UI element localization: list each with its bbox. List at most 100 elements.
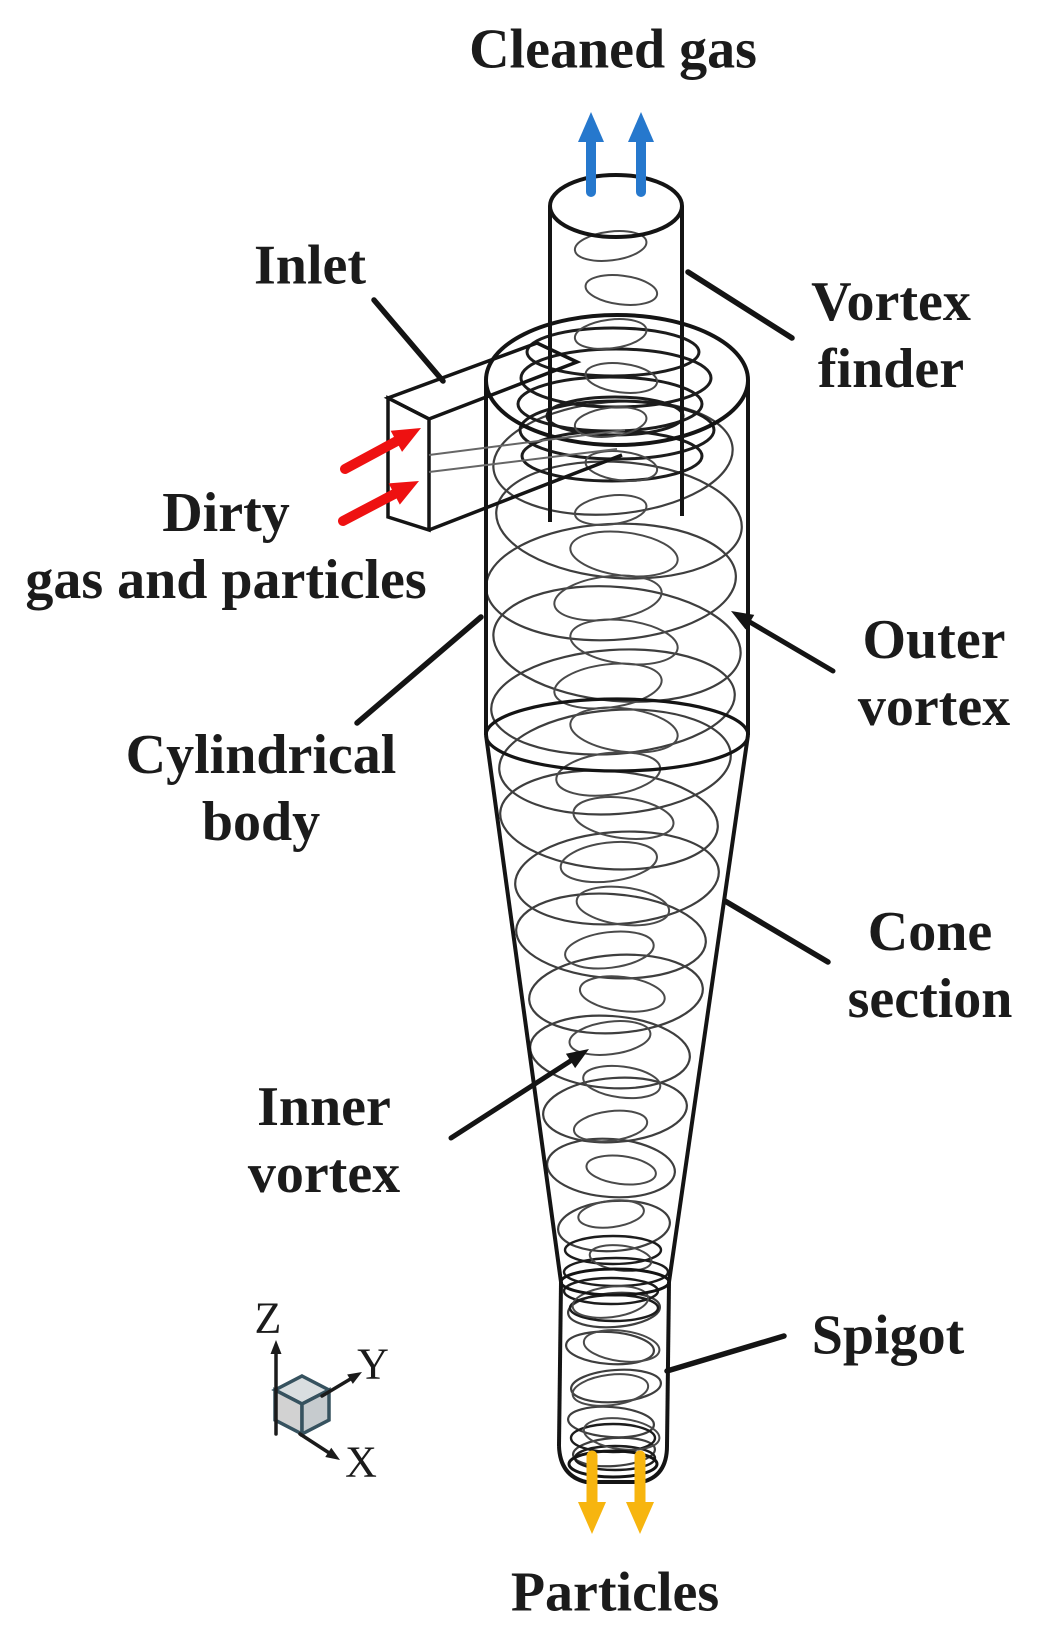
spiral-loop [518, 399, 716, 461]
coordinate-axis-triad [270, 1340, 362, 1460]
spiral-loop [495, 460, 743, 580]
axis-y-arrow-head [347, 1372, 362, 1384]
spiral-loop [573, 318, 648, 350]
inlet-duct-inner-edge-1 [428, 429, 626, 456]
label-dirty-gas-line2: gas and particles [25, 549, 427, 611]
cyclone-vessel-outline [484, 173, 750, 1484]
spiral-loop [566, 1291, 662, 1329]
axis-z-arrow-head [270, 1340, 282, 1354]
cylindrical-body-leader-line [354, 614, 484, 726]
particles-arrow-left-head [578, 1502, 606, 1534]
spiral-loop [559, 840, 658, 884]
spiral-loop [569, 618, 679, 666]
spiral-loop [572, 1109, 649, 1143]
dirty-gas-arrow-bottom-shaft [338, 489, 400, 526]
spiral-loop [564, 1330, 656, 1366]
label-cone-section-line1: Cone [867, 900, 993, 963]
cone-section-leader-line [722, 898, 831, 965]
spiral-loop [542, 1076, 688, 1144]
label-vortex-finder: Vortex finder [811, 269, 971, 403]
vortex-finder-leader-line [685, 269, 795, 341]
spiral-loop [571, 1373, 650, 1407]
label-cone-section: Cone section [848, 899, 1013, 1033]
spiral-loop [568, 1020, 652, 1056]
spiral-loop [485, 522, 737, 642]
axis-x-arrow-shaft [298, 1432, 331, 1455]
axis-label-x: X [345, 1437, 377, 1487]
spiral-loop [563, 1234, 663, 1266]
spiral-loop [584, 362, 659, 394]
inlet-duct-top-face [383, 341, 582, 421]
label-vortex-finder-line2: finder [817, 338, 965, 400]
label-inlet: Inlet [254, 234, 366, 297]
label-cylindrical-body-line2: body [201, 791, 321, 853]
particles-arrow-right-head [626, 1502, 654, 1534]
spiral-loop [573, 494, 648, 526]
spiral-loop [582, 1329, 661, 1363]
inlet-duct-bottom-edge [428, 453, 623, 532]
spigot-leader-line [664, 1333, 787, 1374]
axis-label-y: Y [357, 1339, 389, 1389]
inner-vortex-arrow-head [565, 1049, 589, 1069]
label-inner-vortex-line2: vortex [247, 1143, 401, 1205]
spiral-loop [572, 796, 675, 840]
spiral-loop [582, 1417, 661, 1451]
spiral-loop [585, 1154, 657, 1186]
spiral-loop [571, 1285, 650, 1319]
dirty-gas-arrow-bottom-head [388, 481, 419, 505]
inlet-duct-inner-edge-2 [428, 448, 618, 473]
spigot-wall-right [665, 1281, 671, 1447]
cone-wall-left [484, 734, 563, 1283]
spiral-loop [571, 1436, 657, 1468]
label-vortex-finder-line1: Vortex [811, 270, 971, 333]
spiral-loop [582, 1064, 662, 1100]
label-leader-lines [354, 269, 836, 1374]
label-dirty-gas-line1: Dirty [162, 481, 290, 544]
spiral-loop [553, 662, 663, 710]
spiral-loop [514, 830, 720, 926]
outer-vortex-arrow-shaft [747, 619, 836, 674]
label-spigot: Spigot [811, 1304, 965, 1367]
vortex-finder-top-ellipse [548, 173, 684, 239]
spiral-loop [584, 450, 659, 482]
label-outer-vortex-line1: Outer [862, 608, 1006, 671]
spiral-loop [516, 375, 704, 433]
spigot-outlet-ellipse [567, 1449, 659, 1479]
inlet-leader-line [371, 297, 446, 384]
spiral-loop [577, 1199, 645, 1229]
label-cone-section-line2: section [847, 968, 1013, 1030]
cone-wall-right [667, 734, 750, 1283]
label-outer-vortex: Outer vortex [858, 607, 1010, 741]
axis-label-z: Z [254, 1293, 282, 1343]
spiral-loop [566, 1405, 656, 1439]
vortex-spiral-trajectories [485, 230, 743, 1472]
spiral-loop [492, 585, 742, 703]
axis-y-arrow-shaft [320, 1377, 352, 1398]
spiral-loop [578, 975, 666, 1013]
spiral-loop [569, 1368, 663, 1404]
spiral-loop [515, 892, 707, 980]
inlet-duct [383, 341, 626, 533]
body-top-ellipse [484, 313, 750, 447]
label-cylindrical-body-line1: Cylindrical [125, 723, 397, 786]
cleaned-gas-arrow-left-head [578, 112, 604, 142]
spiral-loop [573, 406, 648, 438]
spiral-loop [546, 1137, 676, 1199]
spiral-loop [573, 230, 648, 262]
spiral-loop [584, 274, 659, 306]
spiral-loop [490, 648, 736, 756]
outer-vortex-arrow-head [731, 611, 755, 630]
label-particles: Particles [510, 1561, 720, 1624]
spiral-loop [528, 953, 704, 1035]
axis-x-arrow-head [325, 1447, 340, 1460]
label-cylindrical-body: Cylindrical body [126, 722, 397, 856]
label-cleaned-gas: Cleaned gas [469, 18, 757, 81]
spigot-bottom-cap [557, 1445, 669, 1484]
spigot-wall-left [557, 1281, 563, 1447]
flow-arrows [338, 112, 654, 1534]
cleaned-gas-arrow-right-head [628, 112, 654, 142]
label-inner-vortex-line1: Inner [257, 1075, 391, 1138]
label-dirty-gas: Dirty gas and particles [25, 480, 426, 614]
